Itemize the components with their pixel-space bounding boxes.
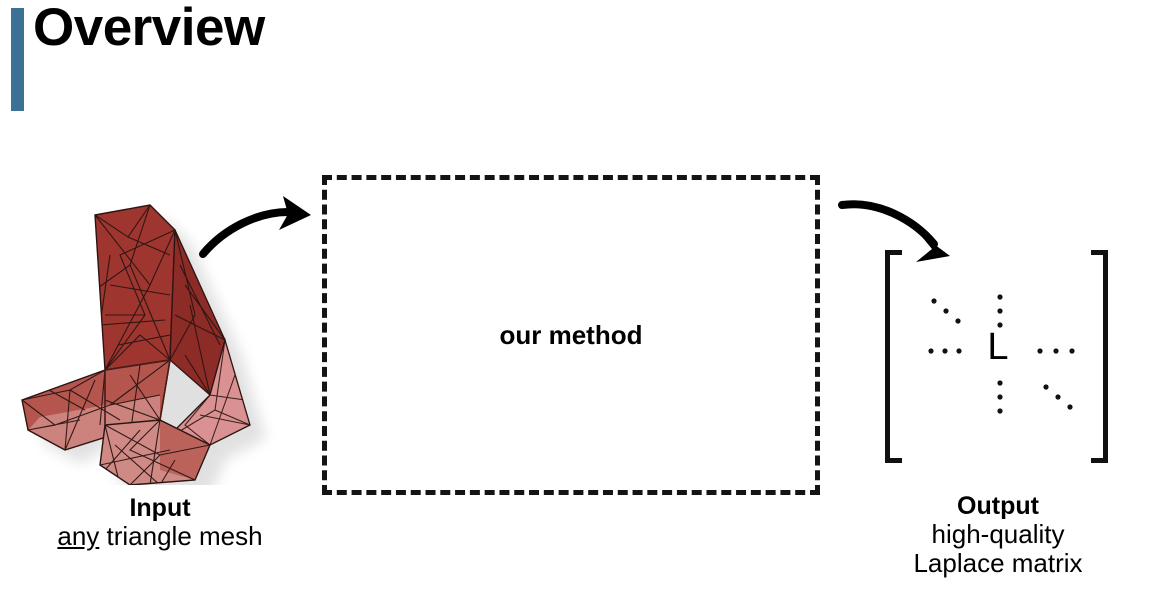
output-caption-line2: Laplace matrix: [913, 548, 1083, 579]
arrow-down-right-icon: [838, 200, 950, 262]
input-caption-emphasis: any: [57, 521, 100, 551]
output-caption-title: Output: [957, 492, 1039, 520]
output-caption-line1: high-quality: [931, 519, 1065, 549]
triangle-mesh-icon: [21, 204, 251, 485]
mesh-arm-bottom: [99, 419, 211, 485]
title-accent-bar: [11, 8, 24, 111]
page-title: Overview: [33, 0, 265, 57]
method-box: [322, 175, 820, 495]
method-label: our method: [499, 320, 643, 350]
matrix-bracket-icon: [885, 250, 1108, 463]
input-caption: Input any triangle mesh: [10, 494, 310, 551]
matrix-dots: [928, 294, 1075, 414]
output-block: L Output high-quality Laplace matrix: [850, 245, 1146, 578]
input-caption-title: Input: [129, 494, 191, 522]
arrow-right-icon: [199, 196, 311, 258]
input-caption-subtitle: any triangle mesh: [10, 521, 310, 551]
matrix-right-bracket: [1091, 250, 1108, 463]
input-block: Input any triangle mesh: [10, 195, 310, 551]
matrix-left-bracket: [885, 250, 902, 463]
mesh-arm-top: [94, 204, 176, 371]
laplace-matrix-figure: L: [850, 245, 1146, 475]
matrix-symbol: L: [987, 326, 1009, 368]
output-caption: Output high-quality Laplace matrix: [850, 492, 1146, 578]
triangle-mesh-figure: [10, 195, 310, 485]
input-caption-rest: triangle mesh: [99, 521, 263, 551]
